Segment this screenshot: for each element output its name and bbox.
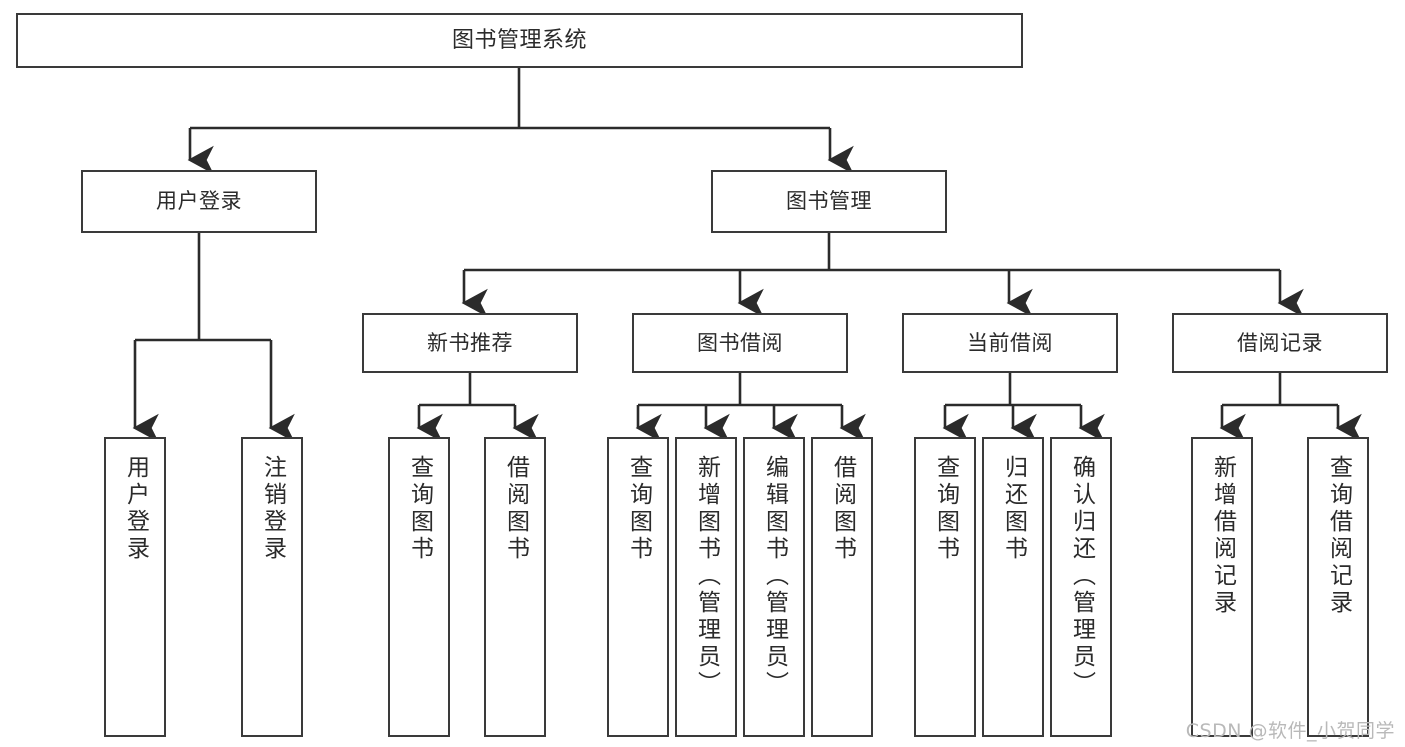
leaf-book-borrow-borrow-book[interactable]: 借阅图书 (811, 437, 873, 737)
node-label: 新增借阅记录 (1209, 455, 1236, 617)
leaf-current-borrow-query-book[interactable]: 查询图书 (914, 437, 976, 737)
node-label: 借阅图书 (829, 455, 856, 563)
leaf-current-borrow-return-book[interactable]: 归还图书 (982, 437, 1044, 737)
leaf-current-borrow-confirm-return-admin[interactable]: 确认归还（管理员） (1050, 437, 1112, 737)
leaf-borrow-record-query-record[interactable]: 查询借阅记录 (1307, 437, 1369, 737)
node-label: 查询图书 (625, 455, 652, 563)
leaf-book-borrow-edit-book-admin[interactable]: 编辑图书（管理员） (743, 437, 805, 737)
node-label: 新书推荐 (427, 330, 513, 355)
node-label: 新增图书（管理员） (693, 455, 720, 698)
leaf-book-borrow-query-book[interactable]: 查询图书 (607, 437, 669, 737)
node-label: 确认归还（管理员） (1068, 455, 1095, 698)
node-label: 用户登录 (156, 189, 242, 214)
node-new-book-recommend[interactable]: 新书推荐 (362, 313, 578, 373)
node-label: 注销登录 (259, 455, 286, 563)
leaf-borrow-record-add-record[interactable]: 新增借阅记录 (1191, 437, 1253, 737)
node-label: 借阅图书 (502, 455, 529, 563)
node-book-management[interactable]: 图书管理 (711, 170, 947, 233)
node-label: 图书借阅 (697, 330, 783, 355)
node-label: 借阅记录 (1237, 330, 1323, 355)
node-book-borrow[interactable]: 图书借阅 (632, 313, 848, 373)
node-label: 用户登录 (122, 455, 149, 563)
node-borrow-record[interactable]: 借阅记录 (1172, 313, 1388, 373)
node-label: 查询借阅记录 (1325, 455, 1352, 617)
leaf-user-login-login[interactable]: 用户登录 (104, 437, 166, 737)
leaf-book-borrow-add-book-admin[interactable]: 新增图书（管理员） (675, 437, 737, 737)
leaf-new-book-borrow-book[interactable]: 借阅图书 (484, 437, 546, 737)
node-label: 图书管理系统 (451, 27, 587, 53)
node-label: 归还图书 (1000, 455, 1027, 563)
node-label: 查询图书 (406, 455, 433, 563)
node-current-borrow[interactable]: 当前借阅 (902, 313, 1118, 373)
node-user-login[interactable]: 用户登录 (81, 170, 317, 233)
node-root-book-management-system[interactable]: 图书管理系统 (16, 13, 1023, 68)
node-label: 图书管理 (786, 189, 872, 214)
node-label: 当前借阅 (967, 330, 1053, 355)
node-label: 查询图书 (932, 455, 959, 563)
node-label: 编辑图书（管理员） (761, 455, 788, 698)
leaf-user-login-logout[interactable]: 注销登录 (241, 437, 303, 737)
leaf-new-book-query-book[interactable]: 查询图书 (388, 437, 450, 737)
